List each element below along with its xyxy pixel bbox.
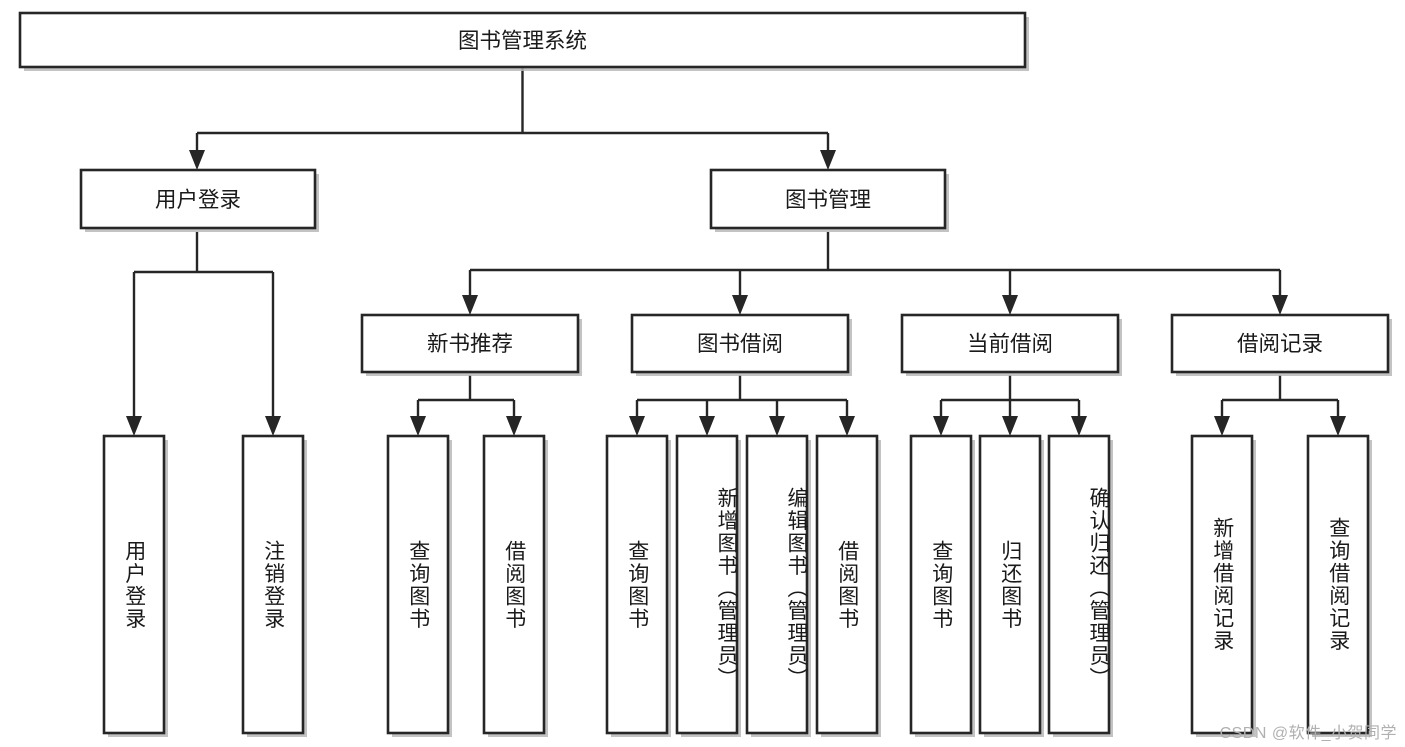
node-book-borrow[interactable]: 图书借阅 xyxy=(630,313,852,376)
leaf-add-book-box[interactable] xyxy=(675,434,739,735)
arrowhead-leaf-query-book-2 xyxy=(629,416,645,436)
arrowhead-leaf-add-record xyxy=(1214,416,1230,436)
leaf-query-book-1-box[interactable] xyxy=(386,434,450,735)
connector-layer xyxy=(126,67,1346,436)
arrowhead-book-borrow xyxy=(732,295,748,315)
csdn-watermark: CSDN @软件_小贺同学 xyxy=(1219,725,1397,742)
leaf-box-layer xyxy=(102,434,1372,737)
node-user-login[interactable]: 用户登录 xyxy=(79,168,319,232)
leaf-query-book-3-box[interactable] xyxy=(909,434,973,735)
arrowhead-leaf-add-book xyxy=(699,416,715,436)
node-book-manage-label: 图书管理 xyxy=(785,188,871,212)
leaf-logout-box[interactable] xyxy=(241,434,305,735)
leaf-confirm-return-box[interactable] xyxy=(1047,434,1111,735)
node-borrow-record-box[interactable] xyxy=(1170,313,1390,374)
node-book-manage[interactable]: 图书管理 xyxy=(709,168,949,232)
arrowhead-current-borrow xyxy=(1002,295,1018,315)
arrowhead-book-manage xyxy=(820,150,836,170)
arrowhead-leaf-confirm-return xyxy=(1071,416,1087,436)
node-current-borrow[interactable]: 当前借阅 xyxy=(900,313,1122,376)
leaf-add-record-box[interactable] xyxy=(1190,434,1254,735)
node-root[interactable]: 图书管理系统 xyxy=(18,11,1029,71)
leaf-user-login-box[interactable] xyxy=(102,434,166,735)
arrowhead-leaf-query-record xyxy=(1330,416,1346,436)
node-book-borrow-label: 图书借阅 xyxy=(697,332,783,356)
arrowhead-leaf-borrow-book-1 xyxy=(506,416,522,436)
arrowhead-leaf-return-book xyxy=(1002,416,1018,436)
node-user-login-label: 用户登录 xyxy=(155,188,241,212)
node-book-borrow-box[interactable] xyxy=(630,313,850,374)
node-borrow-record[interactable]: 借阅记录 xyxy=(1170,313,1392,376)
node-book-manage-box[interactable] xyxy=(709,168,947,230)
node-borrow-record-label: 借阅记录 xyxy=(1237,332,1323,356)
node-new-book-rec-label: 新书推荐 xyxy=(427,332,513,356)
node-root-box[interactable] xyxy=(18,11,1027,69)
arrowhead-leaf-query-book-1 xyxy=(410,416,426,436)
leaf-borrow-book-1-box[interactable] xyxy=(482,434,546,735)
arrowhead-leaf-logout xyxy=(265,416,281,436)
leaf-edit-book-box[interactable] xyxy=(745,434,809,735)
arrowhead-leaf-borrow-book-2 xyxy=(839,416,855,436)
arrowhead-user-login xyxy=(189,150,205,170)
arrowhead-new-book-rec xyxy=(462,295,478,315)
node-current-borrow-box[interactable] xyxy=(900,313,1120,374)
arrowhead-leaf-user-login xyxy=(126,416,142,436)
arrowhead-borrow-record xyxy=(1272,295,1288,315)
leaf-query-record-box[interactable] xyxy=(1306,434,1370,735)
leaf-return-book-box[interactable] xyxy=(978,434,1042,735)
node-new-book-rec-box[interactable] xyxy=(360,313,580,374)
arrowhead-leaf-query-book-3 xyxy=(933,416,949,436)
leaf-query-book-2-box[interactable] xyxy=(605,434,669,735)
node-root-label: 图书管理系统 xyxy=(458,29,587,53)
leaf-borrow-book-2-box[interactable] xyxy=(815,434,879,735)
node-current-borrow-label: 当前借阅 xyxy=(967,332,1053,356)
arrowhead-leaf-edit-book xyxy=(769,416,785,436)
node-new-book-rec[interactable]: 新书推荐 xyxy=(360,313,582,376)
node-user-login-box[interactable] xyxy=(79,168,317,230)
